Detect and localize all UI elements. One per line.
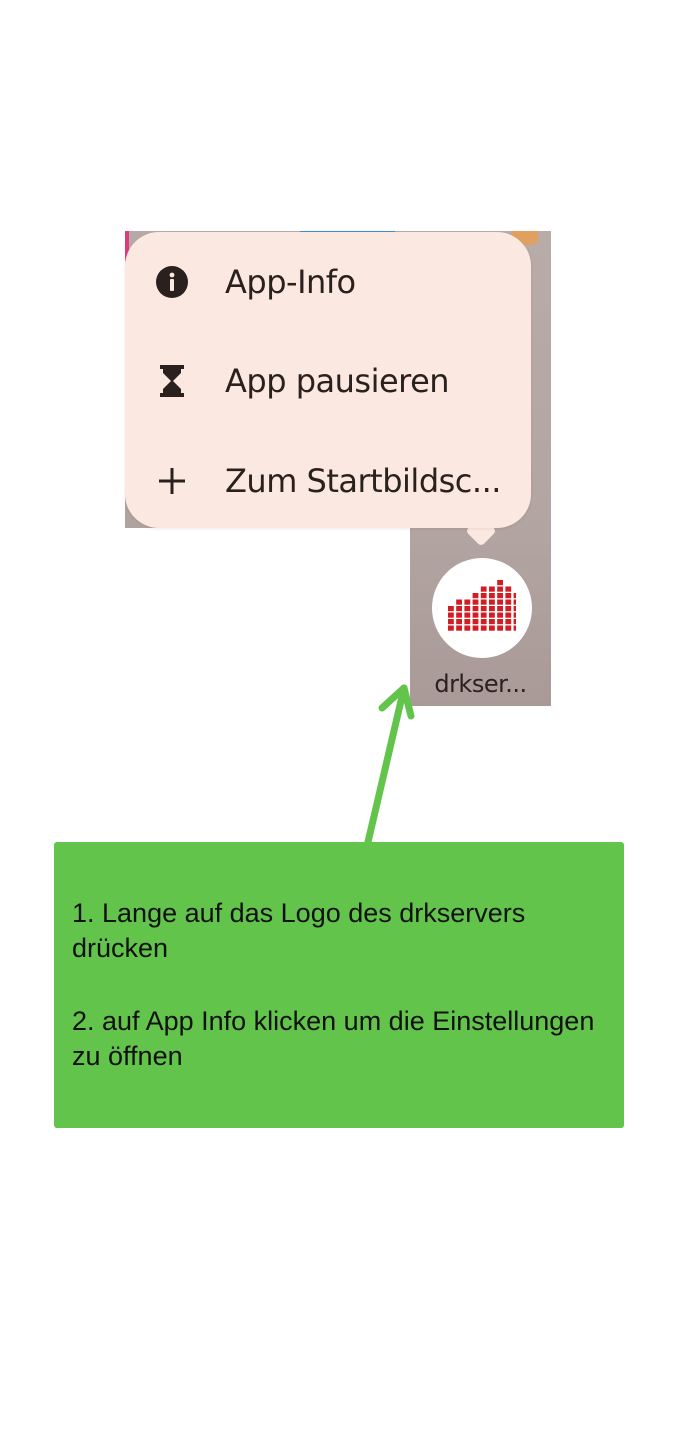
menu-item-app-info[interactable]: App-Info: [125, 237, 531, 327]
menu-item-label: App pausieren: [225, 362, 450, 400]
menu-item-pause-app[interactable]: App pausieren: [125, 336, 531, 426]
menu-item-label: Zum Startbildsc...: [225, 462, 501, 500]
hourglass-icon: [155, 364, 189, 398]
app-label: drkser...: [434, 670, 527, 698]
info-icon: [155, 265, 189, 299]
menu-item-label: App-Info: [225, 263, 356, 301]
instruction-box: 1. Lange auf das Logo des drkservers drü…: [54, 842, 624, 1128]
instruction-step-1: 1. Lange auf das Logo des drkservers drü…: [72, 898, 526, 963]
plus-icon: [155, 464, 189, 498]
instruction-step-2: 2. auf App Info klicken um die Einstellu…: [72, 1006, 595, 1071]
app-context-menu: App-Info App pausieren Zum Startbildsc..…: [125, 232, 531, 528]
menu-item-add-to-home[interactable]: Zum Startbildsc...: [125, 436, 531, 526]
drkserver-logo-icon: [448, 578, 520, 639]
background-app-edge: [125, 231, 129, 261]
drkserver-app-icon[interactable]: [432, 558, 532, 658]
